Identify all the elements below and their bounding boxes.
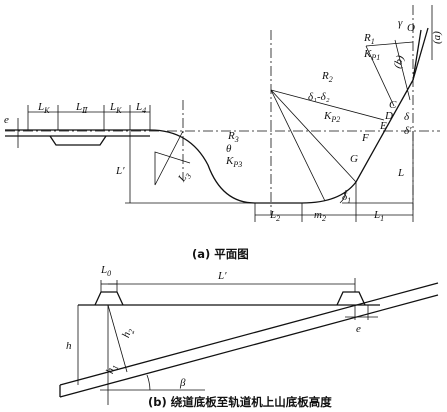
label-lii: LⅡ xyxy=(75,101,88,115)
label-m2: m2 xyxy=(314,209,326,223)
incline-upper xyxy=(59,282,439,386)
label-theta: θ xyxy=(226,143,232,155)
label-delta-diff: δ₁-δ₂ xyxy=(308,91,330,103)
r2-radius-line-3 xyxy=(270,89,385,121)
label-kp3: KP3 xyxy=(225,155,242,169)
incline-track xyxy=(412,29,422,81)
h2-perp-line xyxy=(107,304,128,373)
r2-radius-line-2 xyxy=(270,89,326,202)
label-lk2: LK xyxy=(109,101,122,115)
label-lk1: LK xyxy=(37,101,50,115)
r1-radius-line-2 xyxy=(365,45,395,107)
label-r2: R2 xyxy=(321,70,333,84)
bypass-curve xyxy=(149,129,302,204)
label-d: D xyxy=(384,110,393,122)
label-l1: L1 xyxy=(373,209,384,223)
b-dim-line xyxy=(394,39,411,101)
label-b-dim: (b) xyxy=(391,54,406,70)
delta1-arc xyxy=(339,189,347,204)
label-l0: L0 xyxy=(100,264,111,278)
label-c: C xyxy=(389,99,397,111)
label-gamma: γ xyxy=(398,17,403,29)
caption-a: (a) 平面图 xyxy=(192,247,249,261)
label-l2: L2 xyxy=(269,209,280,223)
r2-radius-line xyxy=(270,89,357,183)
rail-block-left xyxy=(94,291,124,306)
label-h: h xyxy=(66,340,72,352)
r3-radius-line xyxy=(154,130,191,186)
label-delta1: δ1 xyxy=(342,191,351,205)
beta-arc xyxy=(146,374,151,391)
label-g: G xyxy=(350,153,358,165)
label-e-point: E xyxy=(379,120,387,132)
label-e: e xyxy=(4,114,9,126)
label-f: F xyxy=(361,132,369,144)
label-l4: L4 xyxy=(135,101,146,115)
label-h1: h1 xyxy=(104,363,120,376)
label-delta-right: δ xyxy=(404,111,410,123)
turnout-block xyxy=(49,135,107,146)
label-e-section: e xyxy=(356,323,361,335)
label-lprime-section: L′ xyxy=(217,270,227,282)
label-o: O xyxy=(407,22,415,34)
label-a-dim: (a) xyxy=(431,31,443,44)
label-l3: L3 xyxy=(175,169,193,186)
r1-radius-line xyxy=(365,41,414,47)
label-kp2: KP2 xyxy=(323,110,340,124)
label-h2: h2 xyxy=(120,327,136,340)
plan-view: γ R1 KP1 O (a) (b) R2 δ₁-δ₂ KP2 C D E F … xyxy=(4,5,443,261)
label-r3: R3 xyxy=(227,130,239,144)
label-kp1: KP1 xyxy=(363,48,380,62)
incline-lower xyxy=(59,294,439,398)
label-r1: R1 xyxy=(363,32,375,46)
rail-block-right xyxy=(336,291,366,306)
label-delta-prime: δ′ xyxy=(404,125,412,137)
label-lprime: L′ xyxy=(115,165,125,177)
incline-track-2 xyxy=(412,27,429,81)
label-beta: β xyxy=(179,377,186,389)
label-l: L xyxy=(397,167,404,179)
caption-b: (b) 绕道底板至轨道机上山底板高度 xyxy=(148,395,332,409)
section-view: L0 L′ h h2 h1 β e (b) 绕道底板至轨道机上山底板高度 xyxy=(59,264,439,409)
